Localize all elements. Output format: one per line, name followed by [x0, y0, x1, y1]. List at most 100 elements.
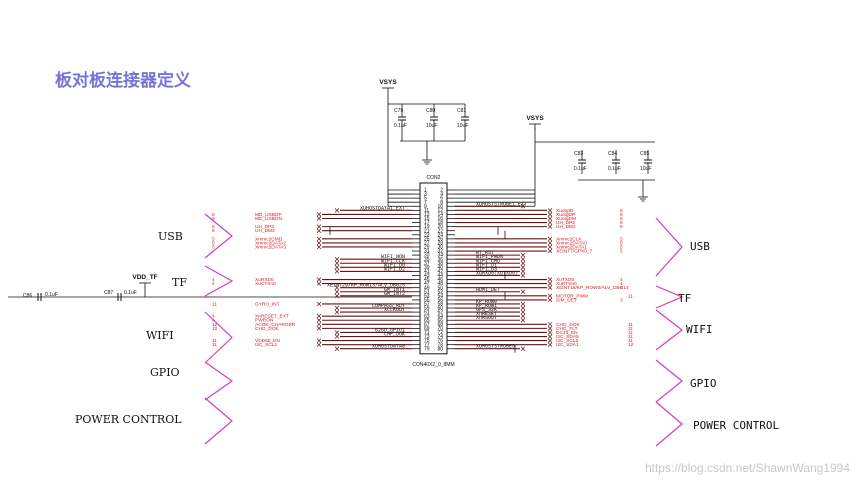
group-bracket-right [655, 217, 683, 277]
pin-number-odd: 15 [424, 216, 430, 222]
net-noconnect-left-b [334, 269, 340, 274]
group-bracket-left [204, 213, 233, 259]
net-noconnect-right-b [520, 309, 526, 315]
net-noconnect-right-b [547, 322, 553, 327]
net-sheet-right: 8 [620, 216, 623, 222]
group-bracket-left [204, 361, 234, 401]
net-sheet-right: 11 [628, 338, 633, 344]
net-label-right: SIM_DET [556, 297, 577, 303]
net-noconnect-right-b [547, 244, 553, 250]
net-noconnect-left-b [334, 289, 340, 294]
net-label-right: XuotgDP [556, 212, 575, 218]
net-label-left-signal: WIFI_NON [381, 254, 405, 260]
pin-number-even: 20 [437, 224, 443, 230]
net-noconnect-left-b [316, 317, 322, 323]
pin-number-even: 64 [437, 314, 443, 320]
pin-number-even: 76 [437, 338, 443, 344]
net-label-left: UH_DM3 [255, 228, 275, 234]
pin-number-even: 40 [437, 265, 443, 271]
net-label-left: Xmmc2DATA3 [255, 244, 286, 250]
net-sheet-right: 12 [628, 342, 634, 348]
net-noconnect-right-b [520, 256, 526, 262]
net-label-left: XnRESET_EXT [255, 314, 289, 320]
pin-number-even: 24 [437, 232, 443, 238]
pin-number-even: 4 [440, 192, 443, 198]
cap-c83-ref: C83 [574, 151, 583, 157]
net-noconnect-right-b [520, 301, 526, 307]
pin-number-odd: 39 [424, 265, 430, 271]
net-label-left-signal: XCLKOUT [384, 307, 405, 313]
pin-number-odd: 45 [424, 277, 430, 283]
net-noconnect-right-b [520, 273, 526, 278]
net-noconnect-left-b [334, 305, 340, 311]
pin-number-odd: 55 [424, 297, 430, 303]
net-sheet-right: 5 [620, 240, 623, 246]
group-label-left: USB [158, 230, 183, 243]
net-noconnect-right-b [520, 269, 526, 274]
net-sheet-right: 3 [620, 297, 623, 303]
net-sheet-left: 12 [212, 322, 218, 328]
net-label-right: MOTOR_PWM [556, 293, 588, 299]
net-noconnect-left-b [316, 212, 322, 217]
pin-number-odd: 77 [424, 342, 430, 348]
net-noconnect-left-b [334, 330, 340, 335]
net-label-right: XuRTSn0 [556, 281, 577, 287]
cap-c80-ref: C80 [426, 108, 435, 114]
net-noconnect-right-b [547, 224, 553, 229]
net-noconnect-left-b [316, 301, 322, 307]
pin-number-even: 74 [437, 334, 443, 340]
net-sheet-right: 5 [620, 244, 623, 250]
net-label-left: UH_DP3 [255, 224, 274, 230]
net-label-left-signal: GM_INT1 [384, 287, 405, 293]
net-sheet-left: 5 [212, 240, 215, 246]
pin-number-odd: 69 [424, 326, 430, 332]
group-label-right: WIFI [686, 323, 713, 336]
net-label-left: Xmmc2DATA2 [255, 240, 286, 246]
pin-number-odd: 61 [424, 310, 430, 316]
net-noconnect-left-b [316, 326, 322, 331]
pin-number-even: 78 [437, 342, 443, 348]
net-label-right: I2C_SDA5 [556, 334, 579, 340]
net-sheet-right: 11 [628, 326, 633, 332]
group-bracket-left [204, 397, 233, 445]
net-noconnect-right-b [547, 334, 553, 339]
net-sheet-left: 12 [212, 326, 218, 332]
cap-c80-val: 10uF [426, 123, 437, 129]
net-sheet-left: 8 [212, 228, 215, 234]
net-noconnect-right-b [520, 265, 526, 270]
net-label-right: CHG_FLT [556, 326, 578, 332]
pin-number-even: 6 [440, 196, 443, 202]
pin-number-even: 14 [437, 212, 443, 218]
pin-number-even: 22 [437, 228, 443, 234]
net-sheet-left: 5 [212, 244, 215, 250]
pin-number-even: 72 [437, 330, 443, 336]
net-label-right-signal: WIFI_D1 [476, 262, 497, 268]
group-bracket-right [655, 309, 683, 351]
pin-number-even: 66 [437, 318, 443, 324]
pin-number-even: 48 [437, 281, 443, 287]
pin-number-odd: 43 [424, 273, 430, 279]
net-sheet-right: 5 [620, 249, 623, 255]
pin-number-odd: 1 [424, 188, 427, 194]
pin-number-even: 80 [437, 346, 443, 352]
net-label-right-signal: WIFI_D3 [476, 266, 497, 272]
group-bracket-right [655, 359, 683, 403]
pin-number-odd: 27 [424, 241, 430, 247]
net-label-right: I2C_SDA1 [556, 342, 579, 348]
cap-c87-val: 0.1uF [124, 290, 137, 296]
net-label-right: XEINT7/GPX0_7 [556, 249, 593, 255]
pin-number-odd: 49 [424, 285, 430, 291]
group-label-left: WIFI [146, 329, 174, 342]
net-noconnect-right-b [520, 346, 526, 351]
net-noconnect-left-b [316, 313, 322, 319]
net-noconnect-left-b [334, 285, 340, 290]
net-noconnect-right-b [547, 281, 553, 286]
pin-number-odd: 59 [424, 306, 430, 312]
cap-c84-val: 0.1uF [608, 166, 621, 172]
net-label-left-signal: XUHOSTDATA1_EXT [360, 205, 405, 211]
pin-number-odd: 13 [424, 212, 430, 218]
net-label-left-signal: GM_INT2 [384, 291, 405, 297]
pin-number-odd: 73 [424, 334, 430, 340]
pin-number-even: 26 [437, 236, 443, 242]
